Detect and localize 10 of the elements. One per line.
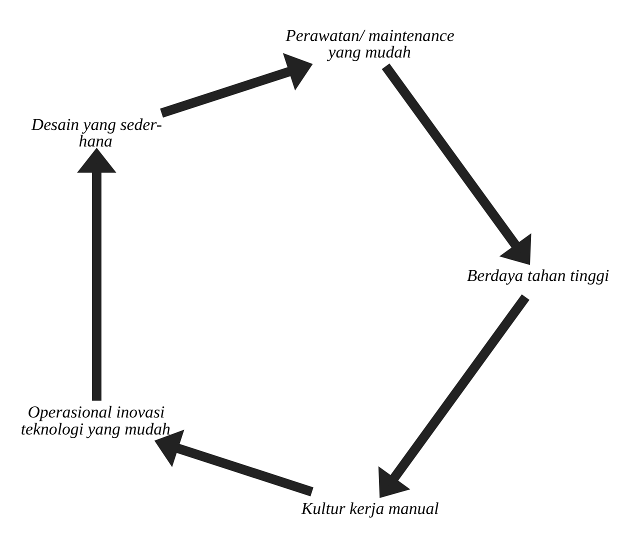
node-text: Operasional inovasi teknologi yang mudah (20, 402, 170, 438)
node-text: Kultur kerja manual (301, 498, 439, 518)
arrow (378, 294, 530, 498)
node-text: Berdaya tahan tinggi (466, 266, 610, 285)
arrow (76, 147, 116, 400)
node-text: Perawatan/ maintenance yang mudah (286, 25, 454, 62)
arrow (154, 429, 314, 496)
arrow (382, 63, 532, 265)
arrow (160, 52, 313, 118)
node-text: Desain yang seder- hana (31, 114, 162, 150)
